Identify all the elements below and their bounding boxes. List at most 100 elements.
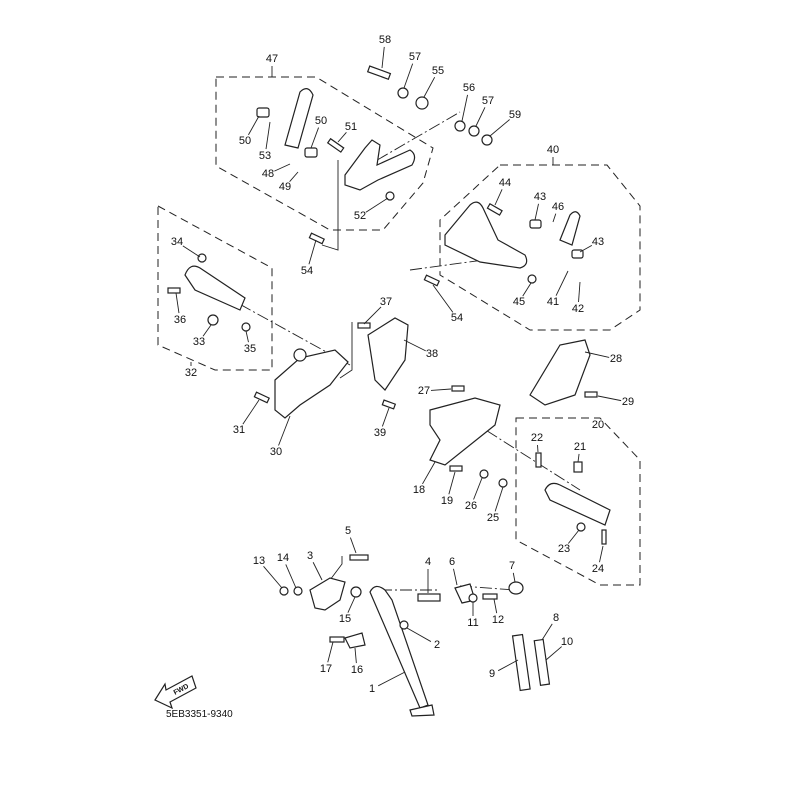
- pin: [601, 529, 607, 545]
- bolt: [423, 274, 440, 287]
- leader-line-34: [182, 245, 201, 258]
- callout-38: 38: [426, 348, 438, 360]
- callout-23: 23: [558, 543, 570, 555]
- callout-13: 13: [253, 555, 265, 567]
- bolt: [486, 202, 503, 216]
- leader-line-57: [475, 107, 486, 127]
- callout-39: 39: [374, 427, 386, 439]
- group-47-outline: [215, 76, 434, 231]
- leader-line-49: [289, 171, 299, 183]
- leader-line-2: [406, 627, 432, 642]
- bolt: [451, 385, 465, 392]
- washer: [397, 87, 409, 99]
- leader-line-3: [312, 562, 323, 581]
- leader-line-57: [403, 63, 414, 89]
- footrest-rear-left: [284, 88, 314, 149]
- nut: [481, 134, 493, 146]
- axis-line: [469, 419, 581, 491]
- nut: [279, 586, 289, 596]
- callout-11: 11: [467, 617, 478, 629]
- heel-guard-right: [529, 339, 591, 406]
- bolt: [326, 137, 345, 153]
- callout-21: 21: [574, 441, 586, 453]
- leader-line-24: [599, 545, 604, 563]
- callout-47: 47: [266, 53, 278, 65]
- callout-33: 33: [193, 336, 205, 348]
- callout-52: 52: [354, 210, 366, 222]
- callout-57: 57: [482, 95, 494, 107]
- callout-32: 32: [185, 367, 197, 379]
- collar: [454, 120, 466, 132]
- callout-50: 50: [239, 135, 251, 147]
- callout-16: 16: [351, 664, 363, 676]
- bolt: [584, 391, 598, 398]
- bolt: [167, 287, 181, 294]
- washer: [576, 522, 586, 532]
- leader-line-25: [494, 486, 504, 512]
- spring: [533, 638, 551, 686]
- washer: [350, 586, 362, 598]
- leader-line-29: [597, 395, 622, 402]
- leader-line-50: [248, 115, 260, 136]
- leader-line-30: [278, 415, 291, 446]
- axis-line: [409, 254, 521, 271]
- callout-22: 22: [531, 432, 543, 444]
- bolt: [366, 65, 392, 81]
- footrest-front-right: [544, 482, 611, 526]
- callout-2: 2: [434, 639, 440, 651]
- leader-line-1: [378, 671, 406, 687]
- callout-25: 25: [487, 512, 499, 524]
- parts: [167, 65, 611, 717]
- fwd-arrow-icon: [154, 675, 197, 710]
- bolt: [308, 232, 325, 245]
- callout-35: 35: [244, 343, 256, 355]
- leader-line-6: [453, 568, 458, 586]
- leader-line-18: [422, 461, 436, 485]
- bolt: [381, 399, 397, 410]
- leader-line-45: [522, 282, 532, 297]
- leader-line-14: [285, 564, 297, 589]
- leader-line-21: [577, 453, 580, 463]
- callout-12: 12: [492, 614, 504, 626]
- callout-19: 19: [441, 495, 453, 507]
- callout-24: 24: [592, 563, 604, 575]
- leader-line-28: [584, 351, 610, 358]
- washer: [468, 593, 478, 603]
- leader-line-58: [381, 46, 385, 69]
- callout-59: 59: [509, 109, 521, 121]
- leader-line-17: [327, 641, 334, 663]
- leader-line-39: [381, 407, 390, 427]
- callout-49: 49: [279, 181, 291, 193]
- leader-line-5: [349, 537, 357, 554]
- leader-line-41: [555, 270, 569, 296]
- connector-line: [339, 322, 353, 379]
- callout-18: 18: [413, 484, 425, 496]
- plate: [508, 581, 524, 595]
- leader-line-48: [274, 163, 291, 172]
- collar: [415, 96, 429, 110]
- footrest-front-left: [184, 265, 246, 311]
- part-code: 5EB3351-9340: [166, 709, 233, 720]
- front-footrest-bracket-left: [274, 349, 349, 419]
- assembly-group-outlines: [157, 76, 641, 586]
- leader-line-36: [175, 292, 180, 314]
- callout-56: 56: [463, 82, 475, 94]
- fwd-arrow: FWD: [154, 675, 197, 710]
- washer: [468, 125, 480, 137]
- callout-5: 5: [345, 525, 351, 537]
- callout-20: 20: [592, 419, 604, 431]
- leader-line-55: [423, 76, 436, 98]
- leader-line-9: [497, 659, 519, 672]
- rear-footrest-bracket-left: [344, 139, 416, 191]
- leader-line-59: [489, 119, 510, 137]
- spring: [511, 633, 531, 692]
- callout-7: 7: [509, 560, 515, 572]
- leader-line-27: [430, 388, 452, 391]
- group-40-outline: [439, 164, 641, 331]
- leader-line-52: [365, 197, 389, 213]
- leader-line-38: [403, 339, 426, 352]
- leader-line-7: [512, 572, 516, 583]
- sidestand-bracket: [309, 577, 346, 611]
